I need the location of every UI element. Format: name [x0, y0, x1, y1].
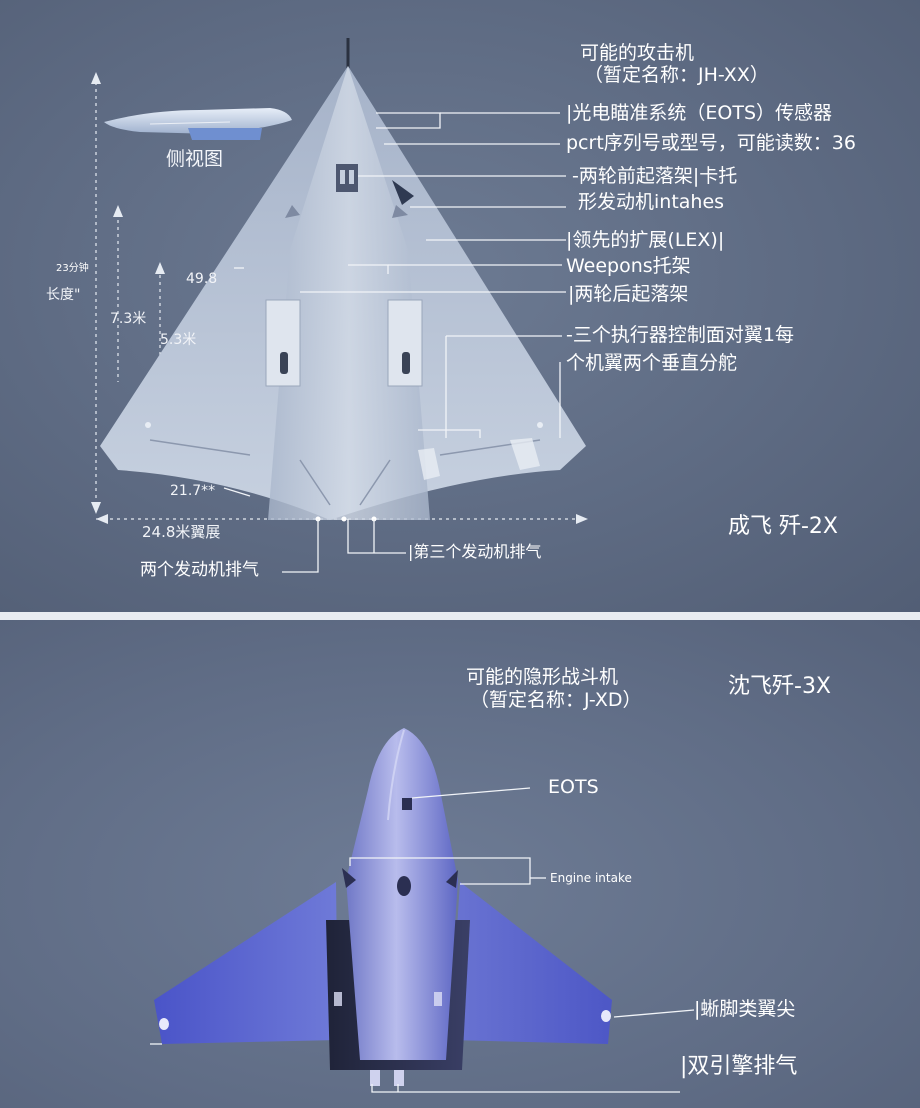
label-weapons-bay: Weepons托架	[566, 255, 691, 277]
label-engine-intake: Engine intake	[550, 871, 632, 885]
label-lex: |领先的扩展(LEX)|	[566, 229, 725, 251]
side-view-aircraft	[104, 108, 292, 140]
label-eots: |光电瞄准系统（EOTS）传感器	[566, 102, 833, 124]
label-control-surfaces-line2: 个机翼两个垂直分舵	[566, 352, 738, 374]
fighter-model-name: 沈飞歼-3X	[728, 674, 832, 699]
fighter-title-line2: （暂定名称：J-XD）	[470, 689, 642, 711]
attack-title-line2: （暂定名称：JH-XX）	[584, 64, 769, 86]
side-view-label: 侧视图	[166, 148, 224, 170]
length-note: 23分钟	[56, 263, 89, 274]
wingspan-label: 24.8米翼展	[142, 523, 221, 541]
dimension-5-3: 5.3米	[160, 332, 197, 348]
attack-title-line1: 可能的攻击机	[580, 42, 695, 64]
dimension-lines	[95, 82, 582, 520]
label-main-gear: |两轮后起落架	[568, 283, 689, 305]
stealth-fighter-drawing	[150, 728, 695, 1093]
fighter-title-line1: 可能的隐形战斗机	[466, 666, 619, 688]
label-intakes: 形发动机intahes	[578, 191, 725, 213]
fighter-leader-lines	[150, 787, 695, 1093]
label-wingtip: |蜥脚类翼尖	[694, 998, 796, 1020]
label-fighter-eots: EOTS	[548, 776, 599, 798]
attack-aircraft-panel: 可能的攻击机 （暂定名称：JH-XX） 侧视图 |光电瞄准系统（EOTS）传感器…	[0, 0, 920, 612]
dimension-arrows	[91, 72, 588, 524]
attack-model-name: 成飞 歼-2X	[728, 514, 839, 539]
flying-wing-aircraft	[100, 38, 586, 522]
label-twin-engine-exhaust: |双引擎排气	[680, 1054, 798, 1079]
label-control-surfaces-line1: -三个执行器控制面对翼1每	[566, 324, 794, 346]
label-nose-gear: -两轮前起落架|卡托	[572, 165, 738, 187]
label-third-engine-exhaust: |第三个发动机排气	[408, 542, 542, 561]
dimension-7-3: 7.3米	[110, 311, 147, 327]
leader-lines	[223, 112, 566, 573]
angle-top: 49.8	[186, 271, 218, 287]
stealth-fighter-panel: 可能的隐形战斗机 （暂定名称：J-XD） 沈飞歼-3X EOTS Engine …	[0, 620, 920, 1108]
stealth-fighter-aircraft	[154, 728, 612, 1086]
label-serial: pcrt序列号或型号，可能读数：36	[566, 132, 856, 154]
length-label: 长度"	[46, 287, 81, 303]
attack-aircraft-drawing	[91, 38, 588, 573]
panel-divider	[0, 612, 920, 620]
label-two-engine-exhaust: 两个发动机排气	[140, 560, 259, 580]
angle-bottom: 21.7**	[170, 483, 216, 499]
